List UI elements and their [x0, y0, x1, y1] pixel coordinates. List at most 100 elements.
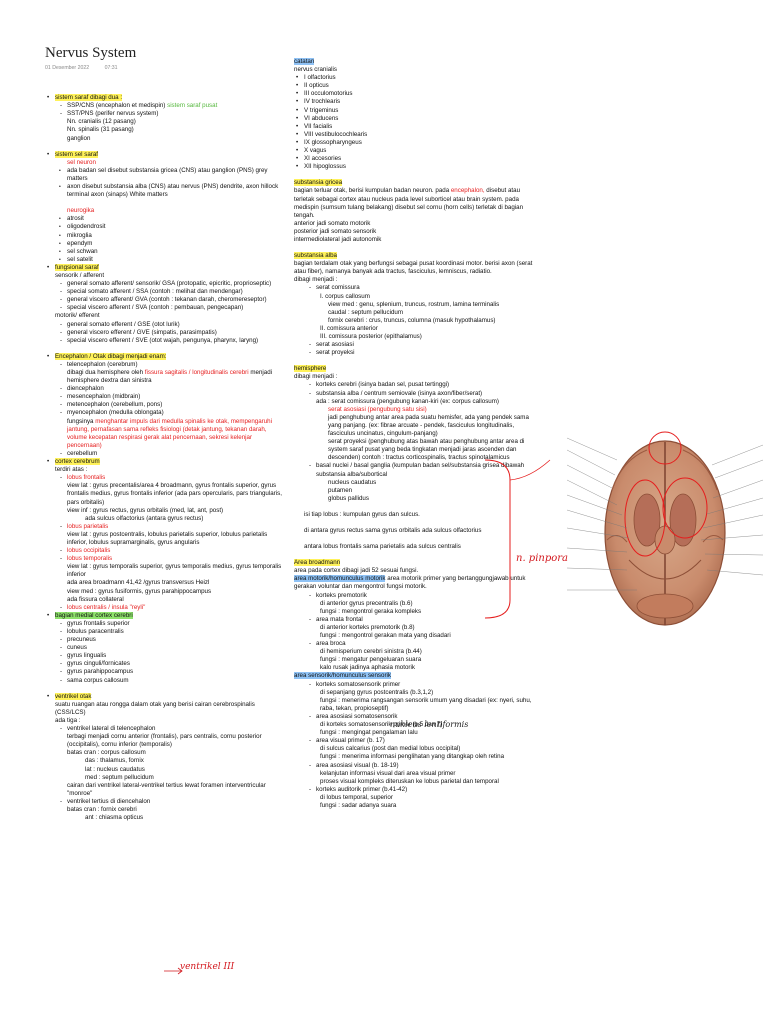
note-line: putamen [294, 487, 534, 495]
note-text: fungsi : mengingat pengalaman lalu [320, 729, 418, 737]
note-line: mikroglia [45, 232, 285, 240]
note-line: ant : chiasma opticus [45, 814, 285, 822]
note-line: axon disebut substansia alba (CNS) atau … [45, 183, 285, 199]
note-line: ventrikel lateral di telencephalon [45, 725, 285, 733]
note-line: area asosiasi somatosensorik [294, 713, 534, 721]
note-text: general somato efferent / GSE (otot luri… [67, 320, 180, 328]
note-text: fungsi : menerima informasi penglihatan … [320, 753, 505, 761]
note-line: III. comissura posterior (epithalamus) [294, 333, 534, 341]
note-line: general viscero efferent / GVE (simpatis… [45, 329, 285, 337]
note-text: sel satelit [67, 255, 93, 263]
note-line: neurogika [45, 207, 285, 215]
note-text: sama corpus callosum [67, 676, 129, 684]
note-line: nervus cranialis [294, 66, 534, 74]
note-text: fungsional saraf [55, 263, 99, 271]
note-line: general somato afferent/ sensorik/ GSA (… [45, 280, 285, 288]
note-text: korteks somatosensorik primer [316, 680, 401, 688]
note-line: ada tiga : [45, 717, 285, 725]
note-line: diencephalon [45, 385, 285, 393]
note-line: Encephalon / Otak dibagi menjadi enam: [45, 352, 285, 361]
note-text: fungsi : mengontrol gerakan mata yang di… [320, 632, 451, 639]
note-line: special viscero efferent / SVE (otot waj… [45, 337, 285, 345]
note-line: ada area broadmann 41,42 /gyrus transver… [45, 579, 285, 587]
note-line: SST/PNS (perifer nervus system) [45, 110, 285, 118]
note-text: VI abducens [304, 114, 339, 122]
note-line: ventrikel tertius di diencehalon [45, 798, 285, 806]
note-line: di sepanjang gyrus postcentralis (b.3,1,… [294, 689, 534, 697]
note-line: fungsi : mengatur pengeluaran suara [294, 656, 534, 664]
note-line: VI abducens [294, 115, 534, 123]
note-line: Nn. spinalis (31 pasang) [45, 126, 285, 134]
note-text: XII hipoglossus [304, 163, 346, 171]
note-text: motorik/ efferent [55, 312, 100, 320]
note-line: di anterior korteks premotorik (b.8) [294, 624, 534, 632]
note-text: II. comissura anterior [320, 324, 378, 332]
note-text: area broca [316, 640, 346, 648]
note-text: di hemisperium cerebri sinistra (b.44) [320, 648, 422, 656]
note-line: das : thalamus, fornix [45, 757, 285, 765]
note-line: area mata frontal [294, 616, 534, 624]
note-line: ganglion [45, 135, 285, 143]
note-text: substansia gricea [294, 179, 343, 187]
note-text: anterior jadi somato motorik [294, 219, 371, 227]
note-text: gyrus cinguli/fornicates [67, 660, 130, 668]
note-line: di hemisperium cerebri sinistra (b.44) [294, 648, 534, 656]
handwritten-note-ventrikel: ventrikel III [180, 962, 235, 972]
note-line [45, 143, 285, 151]
note-text: I. corpus callosum [320, 292, 370, 300]
note-line: basal nuclei / basal ganglia (kumpulan b… [294, 462, 534, 478]
note-text: das : thalamus, fornix [85, 757, 144, 765]
note-text: general viscero efferent / GVE (simpatis… [67, 328, 217, 336]
note-text: sel neuron [67, 158, 96, 166]
note-line: ada sulcus olfactorius (antara gyrus rec… [45, 515, 285, 523]
note-line: area sensorik/homunculus sensorik [294, 672, 534, 680]
note-text: metencephalon (cerebellum, pons) [67, 401, 163, 409]
note-line: Area broadmann [294, 559, 534, 567]
note-text: axon disebut substansia alba (CNS) atau … [67, 183, 279, 199]
note-text: caudal : septum pellucidum [328, 308, 403, 316]
note-text: ventrikel lateral di telencephalon [67, 725, 156, 733]
note-text: di sepanjang gyrus postcentralis (b.3,1,… [320, 688, 434, 696]
note-text: area sensorik/homunculus sensorik [294, 672, 391, 680]
bracket-annotation [484, 459, 551, 619]
brain-section-illustration [567, 431, 763, 626]
note-line: area pada cortex dibagi jadi 52 sesuai f… [294, 567, 534, 575]
note-text: korteks cerebri (isinya badan sel, pusat… [316, 381, 450, 389]
note-line: XII hipoglossus [294, 163, 534, 171]
note-text: view lat : gyrus temporalis superior, gy… [67, 563, 282, 579]
note-text: gyrus frontalis superior [67, 619, 130, 627]
note-line: fungsi : menerima informasi penglihatan … [294, 753, 534, 761]
note-line: lobus temporalis [45, 555, 285, 563]
note-line: di anterior gyrus precentralis (b.6) [294, 600, 534, 608]
note-text: intermediolateral jadi autonomik [294, 235, 382, 243]
note-text: sensorik / afferent [55, 271, 105, 279]
page-title: Nervus System [45, 45, 137, 61]
note-line: cerebellum [45, 450, 285, 458]
note-text: special viscero afferent / SVA (contoh :… [67, 304, 244, 312]
note-text: globus pallidus [328, 494, 369, 502]
note-line: korteks premotorik [294, 592, 534, 600]
note-text: VIII vestibulocochlearis [304, 130, 368, 138]
note-line: ada : serat comissura (pengubung kanan-k… [294, 398, 534, 406]
note-text: area mata frontal [316, 615, 363, 623]
note-line: isi tiap lobus : kumpulan gyrus dan sulc… [294, 511, 534, 519]
note-text: SSP/CNS (encephalon et medispin) [67, 102, 168, 110]
note-text: serat proyeksi (penghubung atas bawah at… [328, 438, 525, 462]
note-line: kalo rusak jadinya aphasia motorik [294, 664, 534, 672]
note-text: V trigeminus [304, 106, 339, 114]
note-text: area asosiasi somatosensorik [316, 712, 398, 720]
note-line: III occulomotorius [294, 90, 534, 98]
note-line: sel schwan [45, 248, 285, 256]
note-text: catatan [294, 58, 315, 65]
note-line: XI accesories [294, 155, 534, 163]
note-line: fungsinya menghantar impuls dari medulla… [45, 418, 285, 450]
note-text: special viscero efferent / SVE (otot waj… [67, 336, 259, 344]
note-line: sistem sel saraf [45, 150, 285, 159]
note-line: fungsional saraf [45, 263, 285, 272]
note-text: cerebellum [67, 449, 98, 457]
note-text: hemisphere [294, 365, 327, 373]
note-text: Encephalon / Otak dibagi menjadi enam: [55, 352, 167, 360]
note-line: gyrus parahippocampus [45, 668, 285, 676]
note-line: general viscero afferent/ GVA (contoh : … [45, 296, 285, 304]
